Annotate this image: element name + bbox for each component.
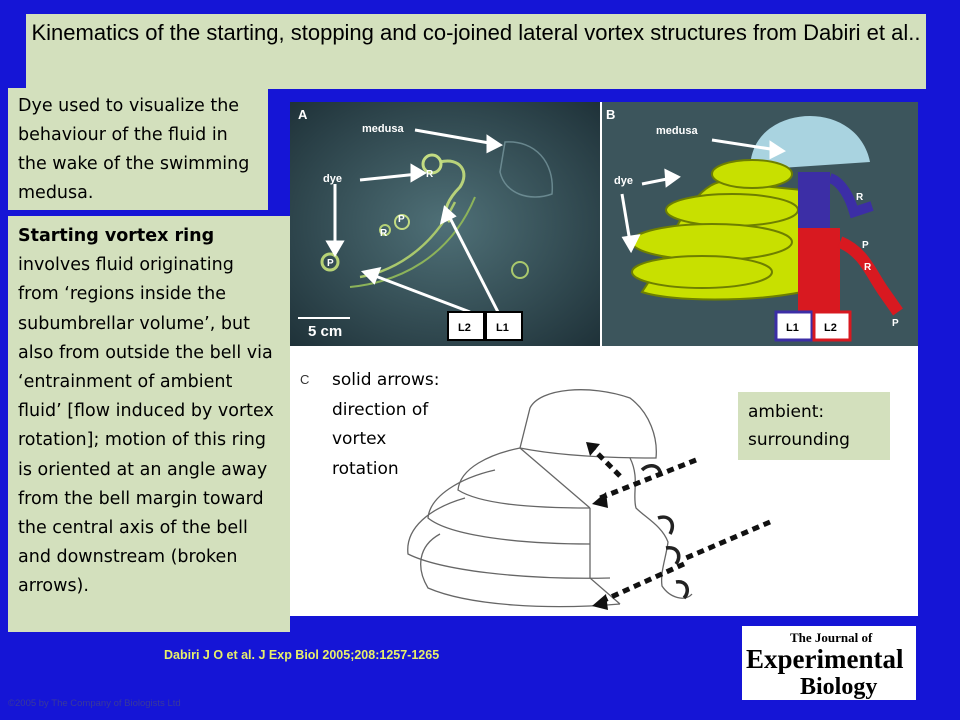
panel-a-r-label-2: R (380, 228, 388, 239)
panel-a-p-label-2: P (327, 258, 334, 269)
journal-logo-line3: Biology (800, 674, 877, 700)
panel-b-r-label: R (856, 192, 864, 203)
panel-b-l2-label: L2 (824, 322, 837, 334)
copyright: ©2005 by The Company of Biologists Ltd (8, 698, 181, 709)
panel-b-model: B medusa dye R P R P L1 L2 (602, 102, 918, 346)
journal-logo-line2: Experimental (746, 644, 904, 674)
journal-logo: The Journal of Experimental Biology (742, 626, 916, 700)
scale-bar-label: 5 cm (308, 323, 342, 340)
panel-b-medusa-label: medusa (656, 125, 698, 137)
starting-vortex-heading: Starting vortex ring (18, 226, 215, 246)
panel-c-letter: C (300, 372, 309, 387)
starting-vortex-box: Starting vortex ring involves fluid orig… (8, 216, 290, 632)
panel-a-l2-label: L2 (458, 322, 471, 334)
panel-b-r-label-2: R (864, 262, 872, 273)
panel-a-letter: A (298, 107, 308, 122)
figure: A medusa dye R P R P 5 cm L2 L1 (290, 102, 918, 616)
panel-a-photo: A medusa dye R P R P 5 cm L2 L1 (290, 102, 600, 346)
panel-c-diagram: C (300, 372, 771, 610)
journal-logo-line1: The Journal of (790, 630, 873, 645)
panel-b-letter: B (606, 107, 615, 122)
panel-a-r-label: R (426, 169, 434, 180)
slide-title: Kinematics of the starting, stopping and… (26, 14, 926, 89)
dye-note-text: Dye used to visualize the behaviour of t… (18, 96, 250, 203)
panel-a-dye-label: dye (323, 173, 342, 185)
panel-b-dye-label: dye (614, 175, 633, 187)
ambient-note-box: ambient: surrounding (738, 392, 890, 460)
starting-vortex-text: involves fluid originating from ‘regions… (18, 255, 274, 597)
dye-note-box: Dye used to visualize the behaviour of t… (8, 88, 268, 210)
ambient-note-text: ambient: surrounding (748, 402, 850, 450)
solid-arrows-text: solid arrows: direction of vortex rotati… (332, 370, 440, 479)
panel-a-l1-label: L1 (496, 322, 509, 334)
panel-a-p-label-1: P (398, 214, 405, 225)
panel-b-p-label-1: P (862, 240, 869, 251)
panel-b-p-label-2: P (892, 318, 899, 329)
solid-arrows-note: solid arrows: direction of vortex rotati… (332, 366, 452, 484)
citation: Dabiri J O et al. J Exp Biol 2005;208:12… (164, 648, 440, 662)
slide-title-text: Kinematics of the starting, stopping and… (31, 20, 921, 45)
panel-b-l1-label: L1 (786, 322, 799, 334)
panel-a-medusa-label: medusa (362, 123, 404, 135)
